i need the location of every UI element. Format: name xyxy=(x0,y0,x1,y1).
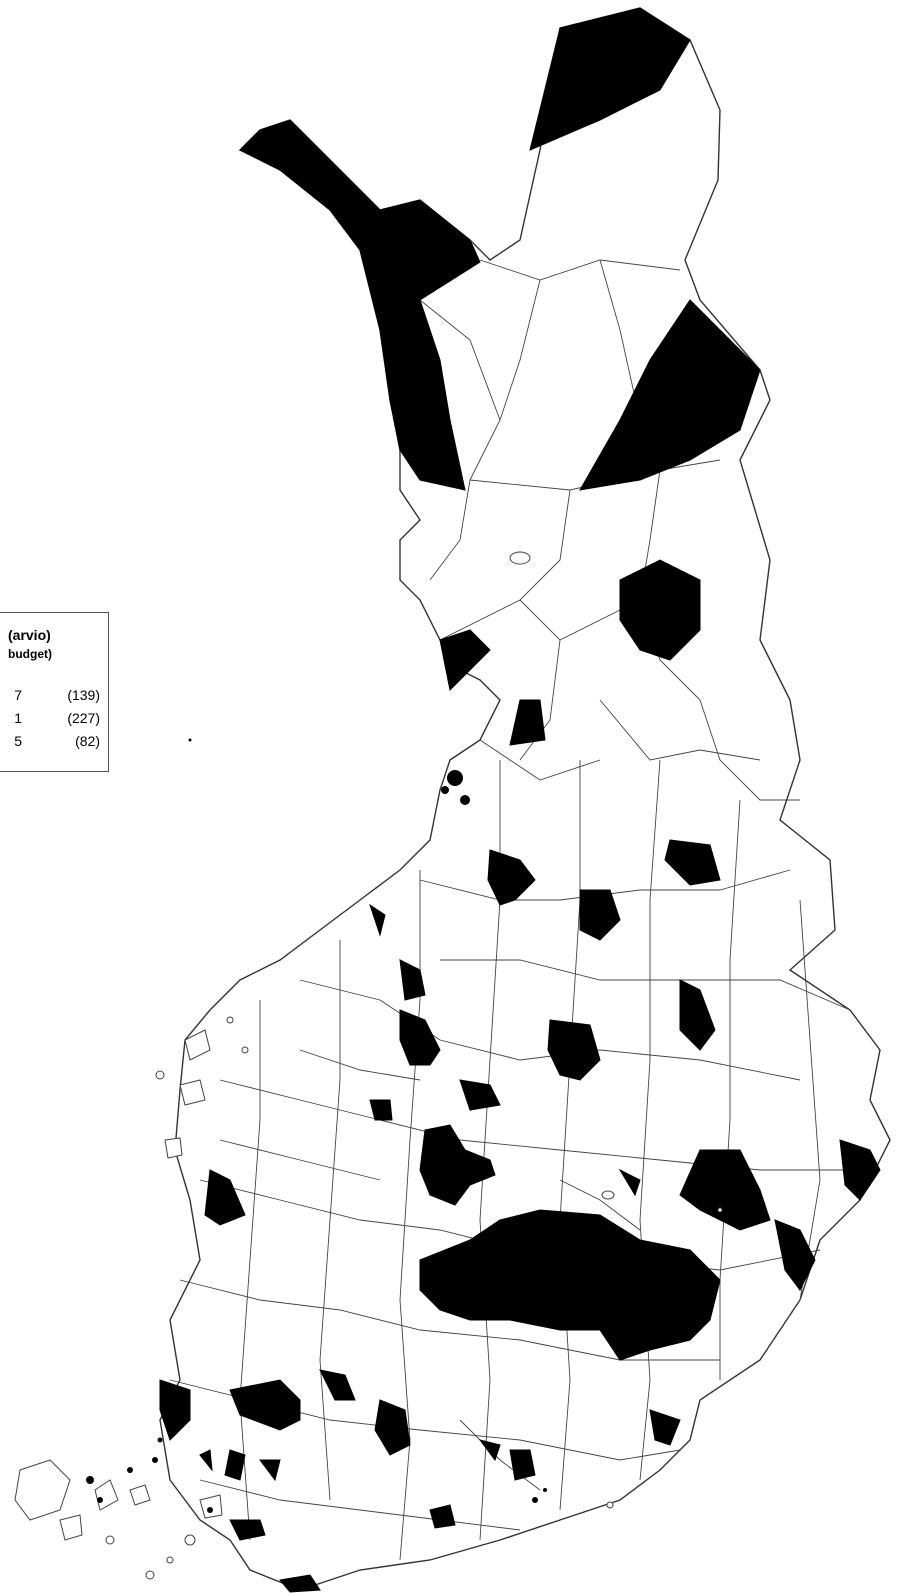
legend-count: (227) xyxy=(67,710,100,726)
legend-row: 5 (82) xyxy=(0,733,100,753)
legend-value: 1 xyxy=(14,710,22,726)
legend-count: (139) xyxy=(67,687,100,703)
country-outline xyxy=(159,7,891,1591)
legend-subtitle: budget) xyxy=(8,647,52,661)
highlighted-municipalities xyxy=(159,7,881,1593)
lake-small xyxy=(601,1190,615,1200)
legend-count: (82) xyxy=(75,733,100,749)
dark-islands xyxy=(86,770,547,1513)
legend: (arvio) budget) 7 (139) 1 (227) 5 (82) xyxy=(0,612,109,772)
dot-marker xyxy=(188,738,192,742)
legend-value: 5 xyxy=(14,733,22,749)
legend-value: 7 xyxy=(14,687,22,703)
lake-oulujarvi xyxy=(509,551,531,565)
legend-title: (arvio) xyxy=(8,627,51,643)
legend-row: 1 (227) xyxy=(0,710,100,730)
legend-row: 7 (139) xyxy=(0,687,100,707)
